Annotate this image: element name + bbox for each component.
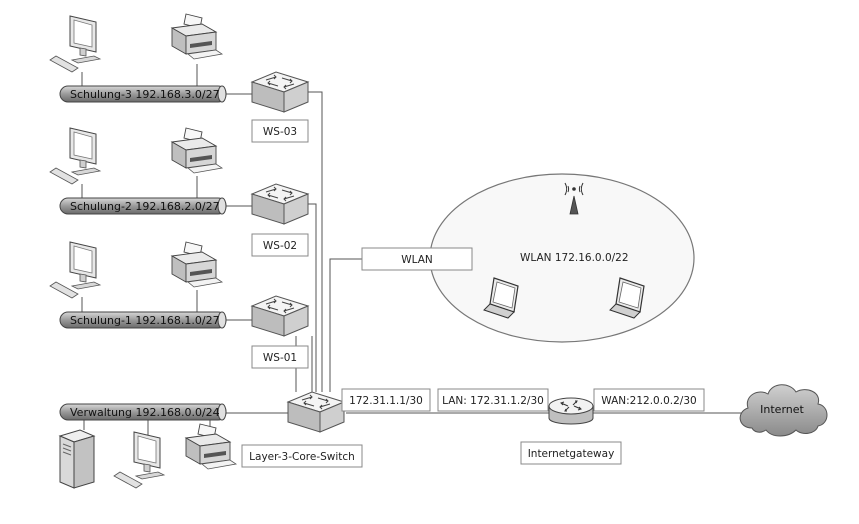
switch-icon-ws-03 [251, 71, 309, 113]
core-uplink-ip-box: 172.31.1.1/30 [341, 388, 431, 412]
pc-icon [113, 431, 165, 489]
bus-label: Schulung-3 192.168.3.0/27 [70, 88, 220, 101]
wires [81, 64, 742, 448]
svg-text:Internetgateway: Internetgateway [528, 448, 615, 460]
internet-cloud-icon: Internet [739, 384, 828, 437]
printer-icon [171, 127, 223, 174]
svg-text:WS-01: WS-01 [263, 352, 297, 364]
svg-text:WS-03: WS-03 [263, 126, 297, 138]
switch-label-ws-02: WS-02 [251, 233, 309, 257]
server-icon [59, 429, 95, 489]
wlan-network-label: WLAN 172.16.0.0/22 [520, 252, 629, 264]
bus-schulung-2: Schulung-2 192.168.2.0/27 [59, 197, 227, 215]
internet-label: Internet [760, 403, 804, 416]
printer-icon [171, 13, 223, 60]
svg-text:WS-02: WS-02 [263, 240, 297, 252]
switch-icon-ws-02 [251, 183, 309, 225]
router-icon [548, 397, 594, 425]
svg-text:WLAN: WLAN [401, 254, 433, 266]
gateway-wan-ip-box: WAN:212.0.0.2/30 [593, 388, 705, 412]
pc-icon [49, 15, 101, 73]
gateway-lan-ip-box: LAN: 172.31.1.2/30 [437, 388, 549, 412]
printer-icon [171, 241, 223, 288]
switch-label-ws-03: WS-03 [251, 119, 309, 143]
bus-verwaltung: Verwaltung 192.168.0.0/24 [59, 403, 227, 421]
svg-text:Layer-3-Core-Switch: Layer-3-Core-Switch [249, 451, 355, 463]
wlan-antenna-icon [564, 182, 584, 215]
wlan-link-box: WLAN [361, 247, 473, 271]
pc-icon [49, 127, 101, 185]
bus-label: Schulung-1 192.168.1.0/27 [70, 314, 220, 327]
bus-schulung-1: Schulung-1 192.168.1.0/27 [59, 311, 227, 329]
core-switch-label: Layer-3-Core-Switch [241, 444, 363, 468]
switch-icon-ws-01 [251, 295, 309, 337]
bus-label: Schulung-2 192.168.2.0/27 [70, 200, 220, 213]
bus-schulung-3: Schulung-3 192.168.3.0/27 [59, 85, 227, 103]
svg-text:WAN:212.0.0.2/30: WAN:212.0.0.2/30 [601, 395, 696, 407]
svg-text:LAN: 172.31.1.2/30: LAN: 172.31.1.2/30 [442, 395, 544, 407]
svg-text:172.31.1.1/30: 172.31.1.1/30 [349, 395, 423, 407]
switch-label-ws-01: WS-01 [251, 345, 309, 369]
core-switch-icon [287, 391, 345, 433]
gateway-label: Internetgateway [520, 441, 622, 465]
printer-icon [185, 423, 237, 470]
bus-label: Verwaltung 192.168.0.0/24 [70, 406, 220, 419]
pc-icon [49, 241, 101, 299]
